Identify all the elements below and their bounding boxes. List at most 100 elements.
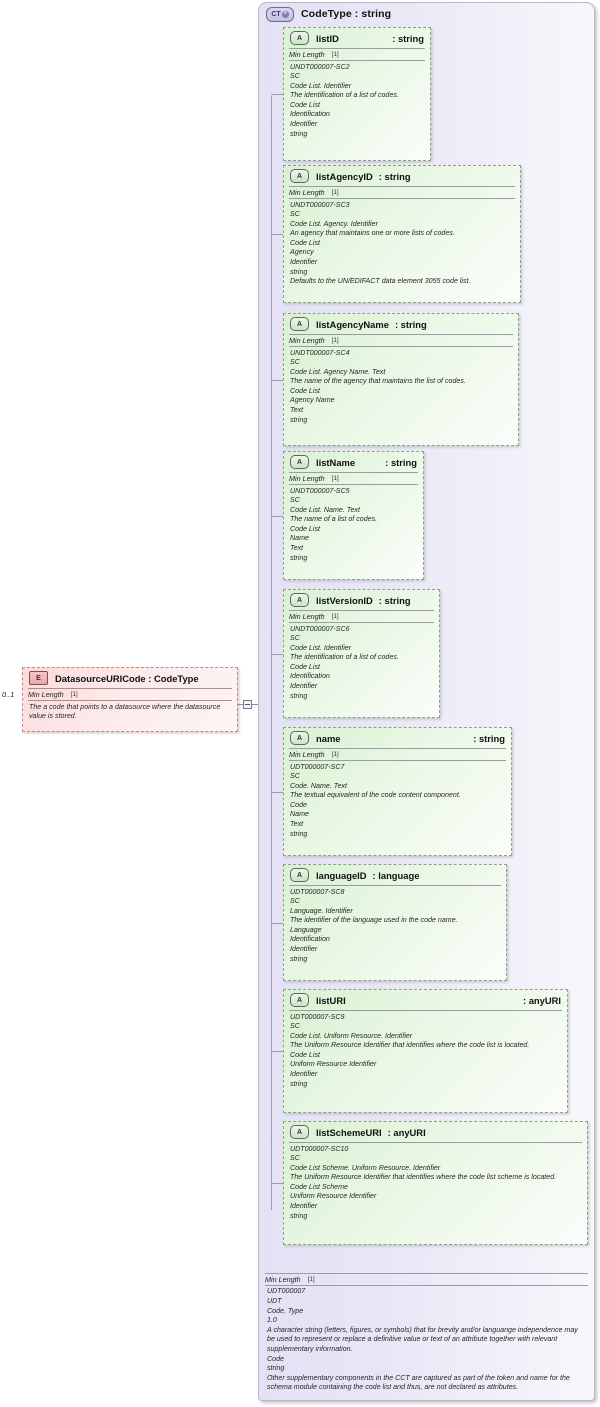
attribute-doc-line: Code List	[290, 662, 320, 671]
attribute-doc-line: SC	[290, 72, 300, 81]
attribute-facet-row: Min Length[1]	[289, 48, 425, 61]
attribute-doc-line: Code List Scheme	[290, 1182, 348, 1191]
attribute-doc-line: Identification	[290, 935, 330, 944]
attribute-doc-line: Code List. Agency. Identifier	[290, 219, 378, 228]
attribute-doc-line: UDT000007-SC8	[290, 887, 345, 896]
attribute-facet-row: Min Length[1]	[289, 334, 513, 347]
attribute-doc-line: The textual equivalent of the code conte…	[290, 791, 461, 800]
attribute-doc-line: The Uniform Resource Identifier that ide…	[290, 1173, 557, 1182]
attribute-doc-line: Code List	[290, 238, 320, 247]
element-box-datasourceuricode[interactable]: E DatasourceURICode : CodeType Min Lengt…	[22, 667, 238, 732]
element-facet-label: Min Length	[28, 690, 64, 699]
attribute-doc-line: Code. Name. Text	[290, 781, 347, 790]
attribute-icon: A	[290, 1125, 309, 1139]
tree-stub	[271, 516, 283, 517]
attribute-doc-line: Code List Scheme. Uniform Resource. Iden…	[290, 1163, 441, 1172]
footer-doc-line: Code	[267, 1354, 284, 1363]
attribute-doc-line: Defaults to the UN/EDIFACT data element …	[290, 277, 471, 286]
attribute-doc-line: UNDT000007-SC6	[290, 624, 350, 633]
attribute-doc-line: Identifier	[290, 258, 318, 267]
collapse-toggle-icon[interactable]	[243, 700, 252, 709]
attribute-icon: A	[290, 31, 309, 45]
attribute-separator	[289, 1142, 582, 1143]
element-cardinality: 0..1	[2, 690, 15, 699]
attribute-type: : string	[385, 456, 417, 468]
attribute-doc-line: The Uniform Resource Identifier that ide…	[290, 1041, 530, 1050]
attribute-doc-line: SC	[290, 1022, 300, 1031]
attribute-facet-label: Min Length	[289, 612, 325, 621]
attribute-doc-line: SC	[290, 210, 300, 219]
attribute-name: listSchemeURI	[316, 1126, 382, 1138]
attribute-facet-row: Min Length[1]	[289, 748, 506, 761]
attribute-doc-line: Uniform Resource Identifier	[290, 1192, 377, 1201]
attribute-doc-line: Code List	[290, 1050, 320, 1059]
attribute-facet-cardinality: [1]	[331, 337, 339, 344]
footer-facet-row: Min Length [1]	[265, 1272, 588, 1286]
footer-doc-line: UDT000007	[267, 1287, 306, 1296]
attribute-name: listAgencyID	[316, 170, 373, 182]
footer-doc-line: Other supplementary components in the CC…	[267, 1373, 570, 1392]
attribute-name: listURI	[316, 994, 346, 1006]
tree-stub	[271, 94, 283, 95]
attribute-type: : string	[378, 594, 411, 606]
attribute-facet-row: Min Length [1]	[289, 610, 434, 623]
attribute-doc-line: Name	[290, 534, 309, 543]
attribute-doc-line: string	[290, 415, 308, 424]
attribute-doc-line: UNDT000007-SC5	[290, 486, 350, 495]
tree-stub	[271, 654, 283, 655]
tree-spine	[271, 96, 272, 1210]
attribute-icon: A	[290, 731, 309, 745]
attribute-icon: A	[290, 455, 309, 469]
attribute-doc-line: SC	[290, 772, 300, 781]
attribute-doc-line: SC	[290, 496, 300, 505]
element-doc-line: The a code that points to a datasource w…	[29, 702, 221, 721]
attribute-doc-line: The identification of a list of codes.	[290, 91, 399, 100]
element-icon: E	[29, 671, 48, 685]
attribute-icon: A	[290, 593, 309, 607]
element-facet-row: Min Length [1]	[28, 688, 232, 701]
attribute-doc-line: string	[290, 1079, 308, 1088]
footer-facet-cardinality: [1]	[307, 1275, 315, 1283]
attribute-doc-line: Code List. Agency Name. Text	[290, 367, 386, 376]
element-facet-cardinality: [1]	[70, 691, 78, 698]
attribute-doc-line: UNDT000007-SC2	[290, 62, 350, 71]
attribute-name: listName	[316, 456, 356, 468]
attribute-facet-cardinality: [1]	[331, 613, 339, 620]
attribute-doc-line: Code List. Uniform Resource. Identifier	[290, 1031, 413, 1040]
attribute-facet-label: Min Length	[289, 750, 325, 759]
attribute-icon: A	[290, 868, 309, 882]
attribute-doc-line: Code List	[290, 100, 320, 109]
attribute-doc-line: UDT000007-SC9	[290, 1012, 345, 1021]
attribute-doc-line: Code List. Identifier	[290, 81, 352, 90]
attribute-doc-line: Text	[290, 406, 304, 415]
complextype-icon: CT +	[266, 6, 294, 22]
ct-expand-badge-icon: +	[281, 10, 289, 18]
attribute-doc-line: An agency that maintains one or more lis…	[290, 229, 455, 238]
attribute-doc-line: SC	[290, 1154, 300, 1163]
attribute-doc-line: string	[290, 954, 308, 963]
attribute-doc-line: Code List. Identifier	[290, 643, 352, 652]
